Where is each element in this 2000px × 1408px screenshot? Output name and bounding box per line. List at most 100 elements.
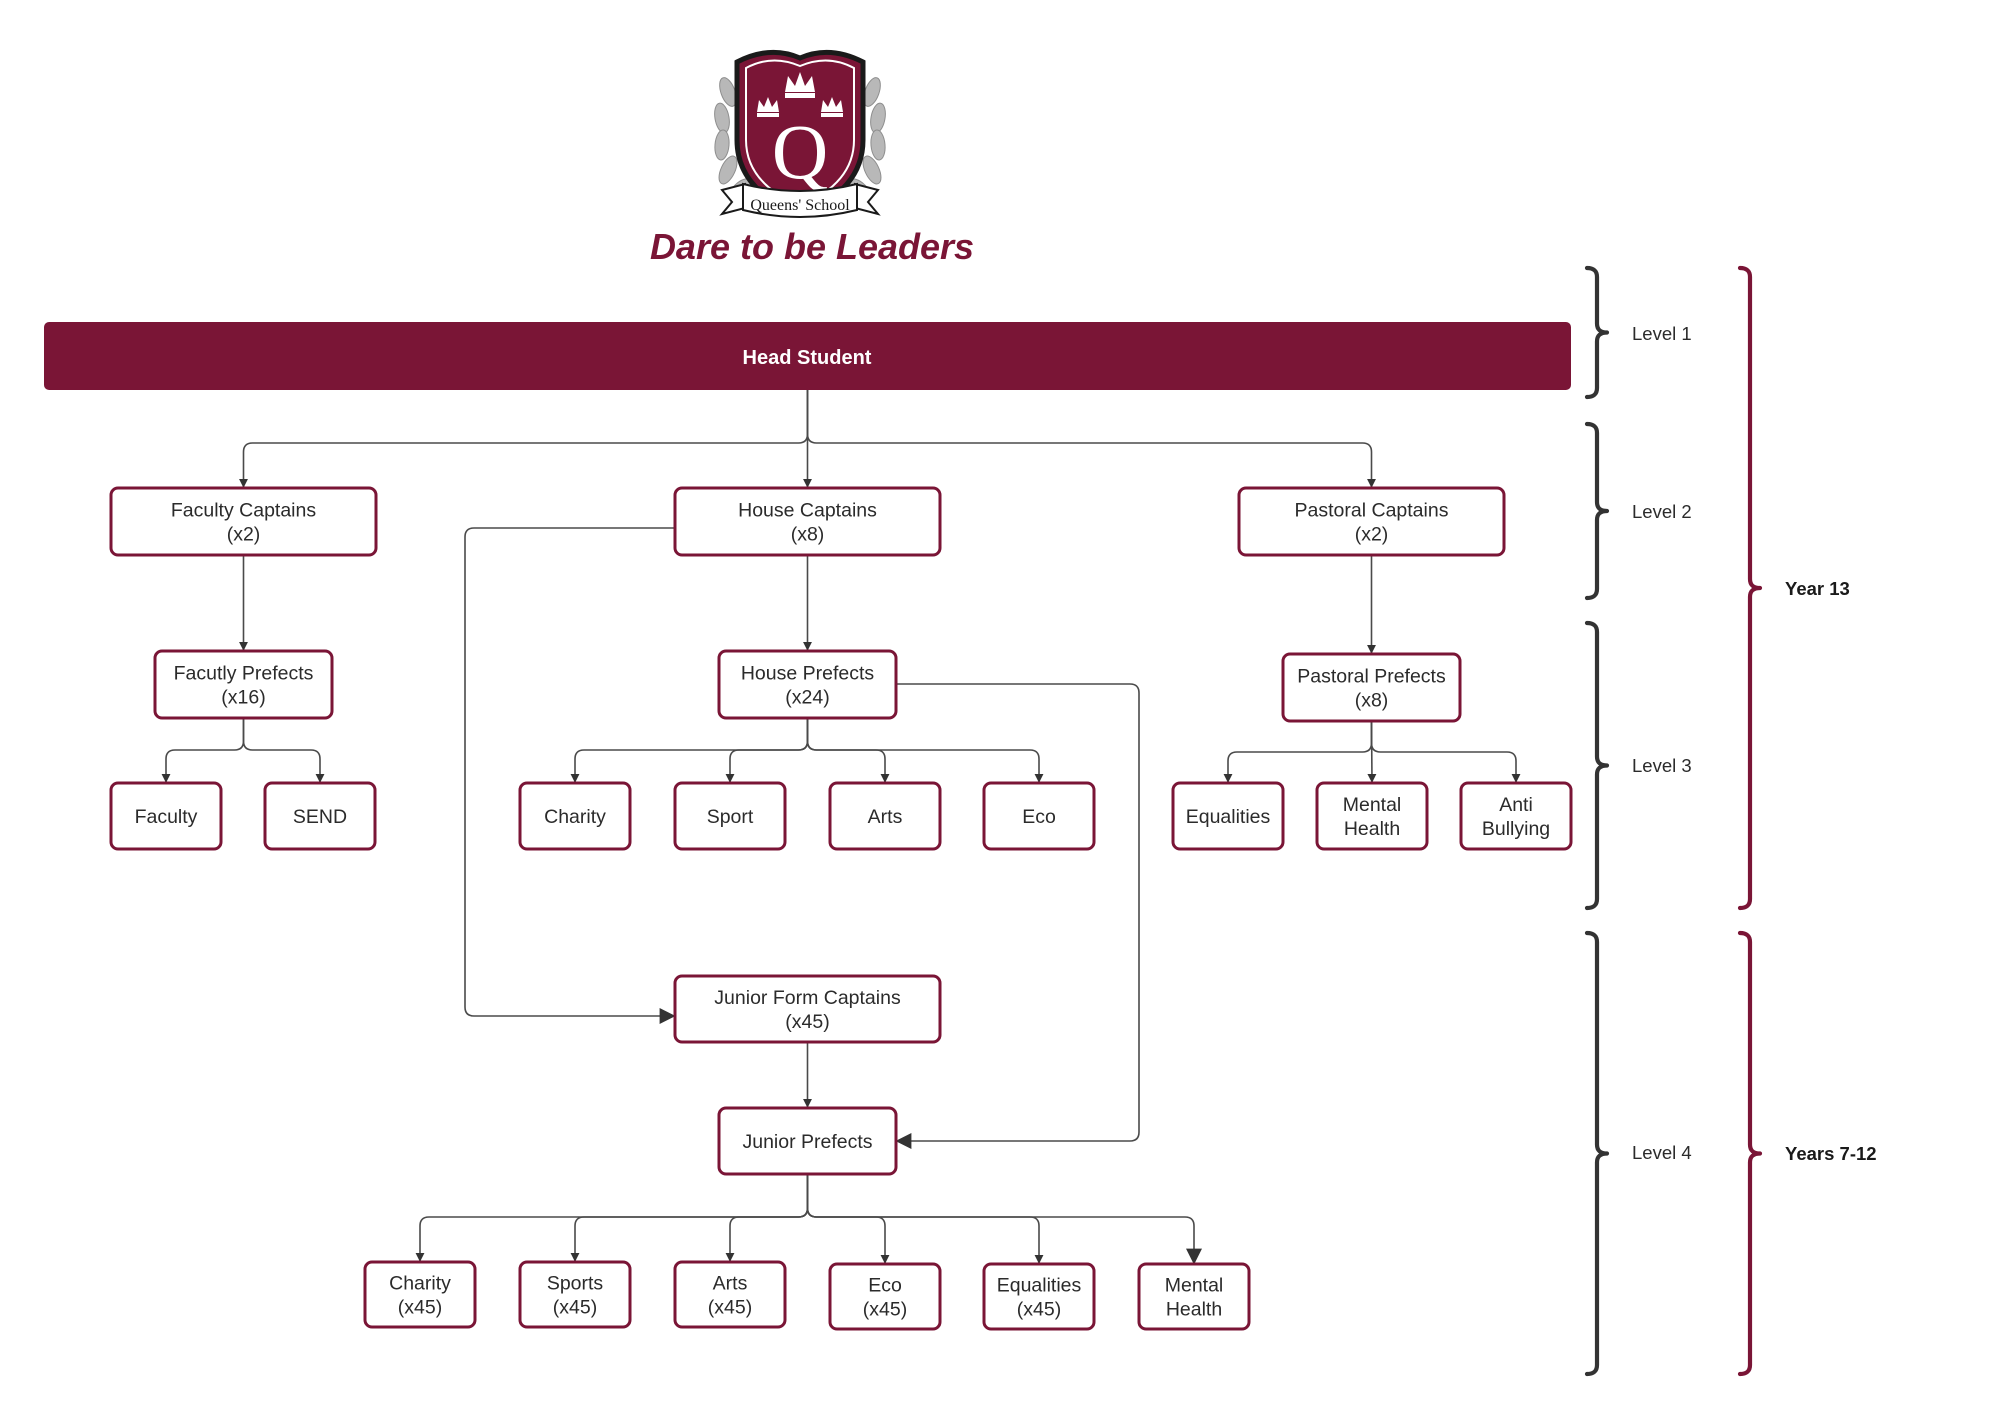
pastoral-captains-box bbox=[1237, 486, 1506, 557]
junior-form-captains-text-1: Junior Form Captains bbox=[714, 987, 901, 1009]
anti-bullying-box bbox=[1459, 781, 1573, 851]
send-node: SEND bbox=[263, 781, 377, 851]
year-braces bbox=[1737, 265, 1763, 1377]
jp-equalities-node: Equalities(x45) bbox=[982, 1262, 1096, 1331]
junior-prefects-text-1: Junior Prefects bbox=[742, 1131, 872, 1153]
equalities-box bbox=[1171, 781, 1285, 851]
level-4-label: Level 4 bbox=[1632, 1142, 1692, 1163]
jp-sports-text-2: (x45) bbox=[553, 1297, 597, 1319]
send-box bbox=[263, 781, 377, 851]
slogan: Dare to be Leaders bbox=[650, 226, 974, 267]
faculty-captains-box bbox=[109, 486, 378, 557]
send-text-1: SEND bbox=[293, 806, 347, 828]
house-captains-text-1: House Captains bbox=[738, 500, 877, 522]
jp-sports-box bbox=[518, 1260, 632, 1329]
faculty-prefects-box bbox=[153, 649, 334, 720]
crest-banner-text: Queens' School bbox=[750, 197, 850, 214]
jp-equalities-text-2: (x45) bbox=[1017, 1299, 1061, 1321]
arts-node: Arts bbox=[828, 781, 942, 851]
pastoral-captains-text-2: (x2) bbox=[1355, 524, 1389, 546]
edge-house-prefects-to-sport bbox=[725, 718, 809, 783]
jp-arts-text-2: (x45) bbox=[708, 1297, 752, 1319]
edge-head-to-pastoral-captains bbox=[806, 390, 1376, 488]
connectors bbox=[161, 390, 1521, 1265]
level-2-label: Level 2 bbox=[1632, 501, 1692, 522]
pastoral-prefects-box bbox=[1281, 652, 1462, 723]
charity-box bbox=[518, 781, 632, 851]
jp-arts-node: Arts(x45) bbox=[673, 1260, 787, 1329]
crest-letter: Q bbox=[772, 108, 828, 195]
edge-house-captains-to-junior-form-captains bbox=[464, 527, 676, 1024]
jp-equalities-text-1: Equalities bbox=[997, 1275, 1082, 1297]
jp-charity-text-1: Charity bbox=[389, 1273, 451, 1295]
edge-faculty-prefects-to-send bbox=[242, 718, 325, 783]
edge-head-to-faculty-captains bbox=[239, 390, 809, 488]
jp-eco-text-1: Eco bbox=[868, 1275, 902, 1297]
house-captains-box bbox=[673, 486, 942, 557]
nodes: Faculty Captains(x2) House Captains(x8) … bbox=[109, 486, 1573, 1331]
faculty-captains-text-2: (x2) bbox=[227, 524, 261, 546]
pastoral-captains-text-1: Pastoral Captains bbox=[1295, 500, 1449, 522]
faculty-node: Faculty bbox=[109, 781, 223, 851]
edge-junior-prefects-to-jp-equalities bbox=[806, 1174, 1044, 1264]
house-captains-node: House Captains(x8) bbox=[673, 486, 942, 557]
house-prefects-text-2: (x24) bbox=[785, 687, 829, 709]
jp-eco-box bbox=[828, 1262, 942, 1331]
faculty-captains-node: Faculty Captains(x2) bbox=[109, 486, 378, 557]
pastoral-prefects-node: Pastoral Prefects(x8) bbox=[1281, 652, 1462, 723]
edge-junior-prefects-to-jp-mental-health bbox=[806, 1174, 1202, 1265]
jp-charity-text-2: (x45) bbox=[398, 1297, 442, 1319]
mental-health-text-1: Mental bbox=[1343, 794, 1402, 816]
junior-form-captains-box bbox=[673, 974, 942, 1044]
level-braces bbox=[1584, 265, 1610, 1377]
sport-text-1: Sport bbox=[707, 806, 754, 828]
years-7-12-label: Years 7-12 bbox=[1785, 1143, 1877, 1164]
eco-text-1: Eco bbox=[1022, 806, 1056, 828]
level-2-brace bbox=[1584, 421, 1610, 601]
year-13-label: Year 13 bbox=[1785, 578, 1850, 599]
head-student-node: Head Student bbox=[44, 322, 1571, 390]
level-1-brace bbox=[1584, 265, 1610, 400]
level-1-label: Level 1 bbox=[1632, 323, 1692, 344]
head-student-bar bbox=[44, 322, 1571, 390]
faculty-prefects-text-1: Facutly Prefects bbox=[174, 663, 314, 685]
pastoral-captains-node: Pastoral Captains(x2) bbox=[1237, 486, 1506, 557]
faculty-prefects-node: Facutly Prefects(x16) bbox=[153, 649, 334, 720]
anti-bullying-text-2: Bullying bbox=[1482, 818, 1550, 840]
jp-arts-box bbox=[673, 1260, 787, 1329]
equalities-node: Equalities bbox=[1171, 781, 1285, 851]
level-4-brace bbox=[1584, 930, 1610, 1377]
house-prefects-text-1: House Prefects bbox=[741, 663, 875, 685]
jp-mental-health-text-1: Mental bbox=[1165, 1275, 1224, 1297]
pastoral-prefects-text-1: Pastoral Prefects bbox=[1297, 666, 1446, 688]
jp-arts-text-1: Arts bbox=[713, 1273, 748, 1295]
edge-junior-prefects-to-jp-arts bbox=[725, 1174, 809, 1262]
house-prefects-box bbox=[717, 649, 898, 720]
jp-sports-text-1: Sports bbox=[547, 1273, 604, 1295]
sport-node: Sport bbox=[673, 781, 787, 851]
arts-text-1: Arts bbox=[868, 806, 903, 828]
house-prefects-node: House Prefects(x24) bbox=[717, 649, 898, 720]
junior-form-captains-node: Junior Form Captains(x45) bbox=[673, 974, 942, 1044]
eco-box bbox=[982, 781, 1096, 851]
jp-sports-node: Sports(x45) bbox=[518, 1260, 632, 1329]
equalities-text-1: Equalities bbox=[1186, 806, 1271, 828]
jp-mental-health-text-2: Health bbox=[1166, 1299, 1222, 1321]
edge-pastoral-prefects-to-equalities bbox=[1223, 721, 1373, 783]
arts-box bbox=[828, 781, 942, 851]
edge-house-prefects-to-junior-prefects bbox=[895, 683, 1140, 1149]
faculty-prefects-text-2: (x16) bbox=[221, 687, 265, 709]
edge-faculty-prefects-to-faculty bbox=[161, 718, 245, 783]
charity-node: Charity bbox=[518, 781, 632, 851]
faculty-captains-text-1: Faculty Captains bbox=[171, 500, 316, 522]
eco-node: Eco bbox=[982, 781, 1096, 851]
level-3-label: Level 3 bbox=[1632, 755, 1692, 776]
junior-prefects-node: Junior Prefects bbox=[717, 1106, 898, 1176]
edge-house-prefects-to-eco bbox=[806, 718, 1044, 783]
jp-charity-box bbox=[363, 1260, 477, 1329]
mental-health-text-2: Health bbox=[1344, 818, 1400, 840]
